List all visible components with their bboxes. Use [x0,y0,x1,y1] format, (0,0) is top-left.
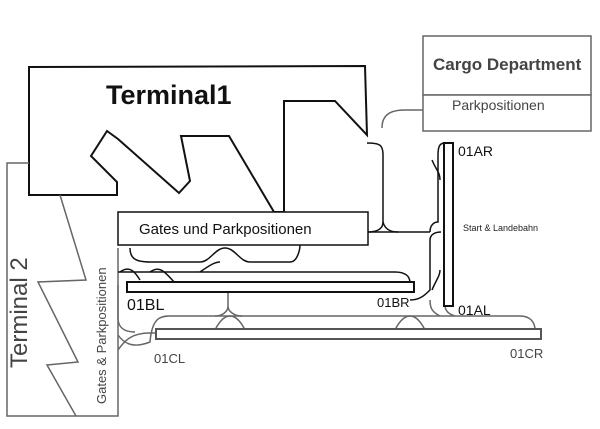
cargo-parking-box [422,94,592,132]
terminal2-gates-label: Gates & Parkpositionen [94,267,109,404]
terminal1-gates-label: Gates und Parkpositionen [139,221,312,238]
runway-label-01CL: 01CL [154,351,186,366]
terminal2-building [6,162,119,417]
runway-c [155,328,542,340]
cargo-parking-label: Parkpositionen [452,97,545,113]
runway-label-01AR: 01AR [458,143,494,159]
runway-label-01BL: 01BL [127,297,165,314]
runway-label-01AL: 01AL [458,302,491,318]
taxiways-primary [118,142,446,301]
terminal1-gates-box [117,211,369,246]
runway-label-01CR: 01CR [510,346,544,361]
terminal2-title: Terminal 2 [6,257,33,368]
runway-b [126,281,415,293]
runway-label-01BR: 01BR [377,295,410,310]
cargo-title: Cargo Department [433,55,582,74]
terminal1-building [28,64,369,213]
terminal1-title: Terminal1 [106,80,232,110]
taxiways-secondary [117,109,536,351]
runway-a [443,142,454,307]
runway-label: Start & Landebahn [463,223,539,233]
